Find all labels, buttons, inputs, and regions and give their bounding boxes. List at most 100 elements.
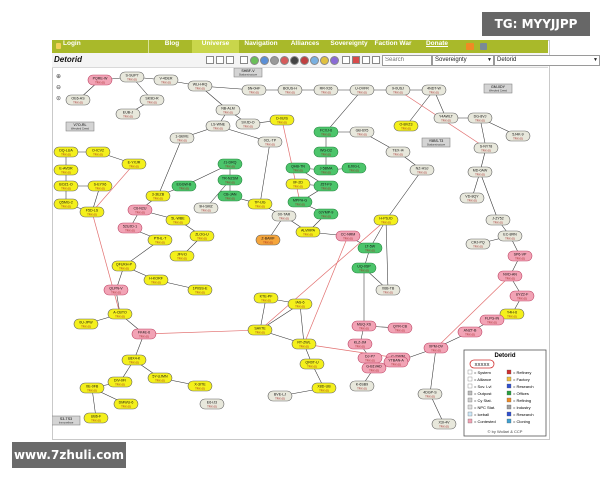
system-pill[interactable] (171, 180, 197, 192)
system-pill[interactable] (497, 230, 523, 242)
doc-icon[interactable] (342, 56, 350, 64)
system-pill[interactable] (215, 104, 241, 116)
system-pill[interactable] (153, 74, 179, 86)
system-pill[interactable] (165, 214, 191, 226)
system-pill[interactable] (271, 210, 297, 222)
system-pill[interactable] (217, 158, 243, 170)
nav-donate[interactable]: Donate (425, 40, 449, 47)
system-pill[interactable] (79, 206, 105, 218)
system-pill[interactable] (421, 84, 447, 96)
system-pill[interactable] (459, 192, 485, 204)
system-pill[interactable] (313, 180, 339, 192)
system-pill[interactable] (193, 202, 219, 214)
system-pill[interactable] (313, 146, 339, 158)
system-pill[interactable] (169, 250, 195, 262)
structure-box[interactable] (421, 137, 451, 148)
system-pill[interactable] (257, 136, 283, 148)
system-pill[interactable] (313, 208, 339, 220)
view-select[interactable]: Sovereignty ▼ (432, 55, 494, 66)
system-pill[interactable] (385, 146, 411, 158)
structure-box[interactable] (233, 68, 263, 78)
system-pill[interactable] (117, 222, 143, 234)
system-pill[interactable] (457, 326, 483, 338)
system-pill[interactable] (467, 166, 493, 178)
system-pill[interactable] (311, 382, 337, 394)
pin-icon[interactable] (300, 56, 309, 65)
system-pill[interactable] (351, 320, 377, 332)
nav-sovereignty[interactable]: Sovereignty (330, 40, 368, 47)
system-pill[interactable] (349, 126, 375, 138)
grid-icon[interactable] (206, 56, 214, 64)
system-pill[interactable] (507, 250, 533, 262)
zoom-reset-icon[interactable]: ⊙ (55, 95, 62, 102)
system-pill[interactable] (291, 338, 317, 350)
back-icon[interactable] (216, 56, 224, 64)
system-pill[interactable] (241, 84, 267, 96)
sun-icon[interactable] (280, 56, 289, 65)
system-pill[interactable] (409, 164, 435, 176)
blackhole-icon[interactable] (290, 56, 299, 65)
system-pill[interactable] (285, 178, 311, 190)
system-pill[interactable] (65, 94, 91, 106)
system-pill[interactable] (373, 214, 399, 226)
nav-login[interactable]: Login (54, 40, 99, 53)
system-pill[interactable] (287, 196, 313, 208)
system-pill[interactable] (107, 308, 133, 320)
system-pill[interactable] (247, 324, 273, 336)
export-icon[interactable] (362, 56, 370, 64)
system-pill[interactable] (103, 284, 129, 296)
system-pill[interactable] (107, 376, 133, 388)
system-pill[interactable] (145, 190, 171, 202)
region-select[interactable]: Detorid ▼ (494, 55, 600, 66)
system-pill[interactable] (127, 204, 153, 216)
globe-icon[interactable] (250, 56, 259, 65)
